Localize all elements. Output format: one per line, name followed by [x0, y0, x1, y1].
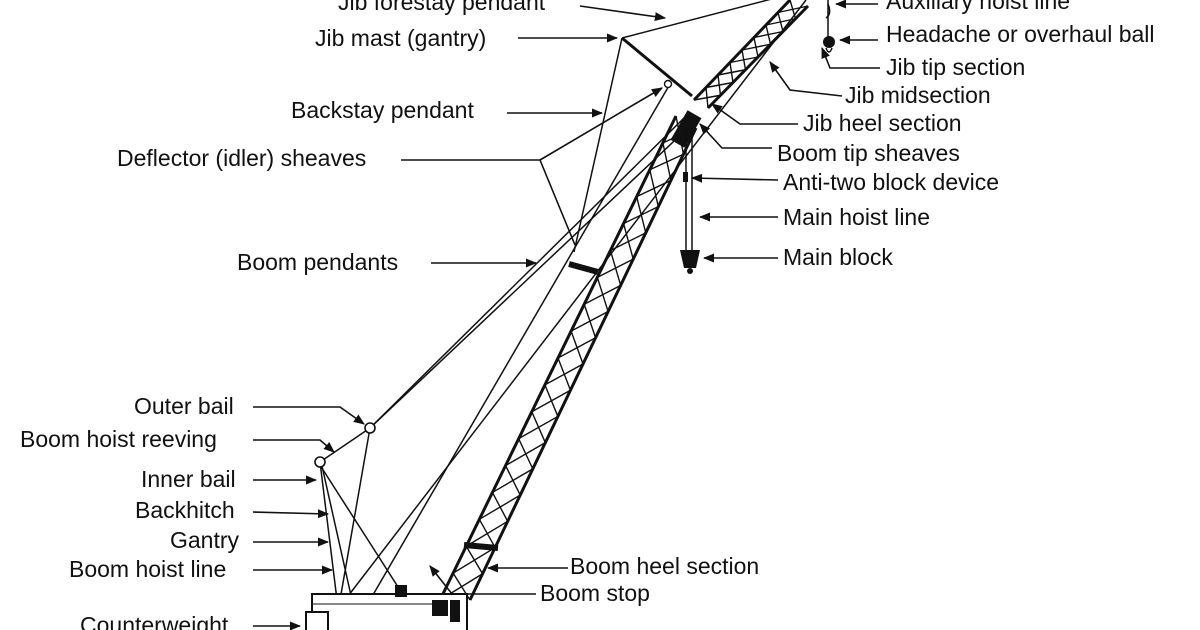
- boom-lacing: [583, 303, 597, 339]
- boom-lacing: [570, 330, 584, 365]
- backstay-line-2: [369, 83, 671, 601]
- label-jib-midsection: Jib midsection: [845, 82, 991, 108]
- label-backhitch: Backhitch: [135, 497, 235, 523]
- boom-lacing: [531, 411, 546, 443]
- label-jib-mast-gantry: Jib mast (gantry): [315, 25, 486, 51]
- label-auxiliary-hoist-line: Auxiliary hoist line: [886, 0, 1070, 14]
- leader-jib-tip: [821, 46, 880, 69]
- backstay-line: [344, 0, 807, 601]
- boom-lacing: [518, 438, 534, 470]
- boom-lacing: [465, 545, 484, 575]
- label-boom-stop: Boom stop: [540, 580, 650, 606]
- leader-lines: [252, 0, 880, 630]
- label-jib-forestay-pendant: Jib forestay pendant: [338, 0, 546, 15]
- boom-lacing: [622, 223, 634, 260]
- gantry-leg-front: [317, 461, 401, 591]
- boom-section-band: [463, 542, 499, 551]
- gantry-leg-rear: [321, 465, 353, 601]
- outer-bail-lead: [339, 427, 371, 601]
- anti-two-block-shape: [683, 172, 688, 182]
- leader-reeving: [253, 439, 335, 453]
- jib-lacing: [717, 74, 722, 96]
- boom-lacing: [491, 492, 509, 522]
- inner-bail-sheave: [314, 456, 326, 468]
- label-gantry: Gantry: [170, 527, 240, 553]
- label-jib-tip-section: Jib tip section: [886, 54, 1025, 80]
- jib-lattice: [692, 0, 810, 110]
- label-counterweight: Counterweight: [80, 612, 229, 630]
- boom-pendant-line-2: [369, 125, 691, 429]
- bail-link: [319, 427, 371, 463]
- boom-lacing: [478, 518, 496, 548]
- leader-backhitch: [252, 509, 330, 519]
- boom-lacing: [557, 357, 572, 391]
- label-boom-heel-section: Boom heel section: [570, 553, 759, 579]
- leader-boom-stop: [429, 565, 536, 595]
- label-main-hoist-line: Main hoist line: [783, 204, 930, 230]
- label-boom-pendants: Boom pendants: [237, 249, 398, 275]
- labels: Jib forestay pendant Auxiliary hoist lin…: [20, 0, 1155, 630]
- jib-forestay-line: [621, 0, 771, 39]
- leader-jib-mid: [769, 61, 843, 97]
- deflector-sheave-shape: [663, 79, 673, 89]
- boom-lacing: [596, 277, 609, 312]
- label-boom-hoist-reeving: Boom hoist reeving: [20, 426, 217, 452]
- label-outer-bail: Outer bail: [134, 393, 234, 419]
- jib-lacing: [741, 49, 747, 70]
- label-boom-hoist-line: Boom hoist line: [69, 556, 226, 582]
- boom-lacing: [544, 384, 559, 417]
- jib-lacing: [729, 62, 734, 83]
- label-backstay-pendant: Backstay pendant: [291, 97, 474, 123]
- leader-jib-forestay: [579, 5, 667, 22]
- headache-ball-shape: [823, 36, 835, 53]
- boom-lacing: [649, 169, 660, 207]
- label-deflector-sheaves: Deflector (idler) sheaves: [117, 145, 366, 171]
- main-block-shape: [680, 250, 700, 274]
- boom-lattice: [438, 115, 698, 601]
- leader-anti-two-block: [690, 173, 779, 183]
- leader-jib-heel: [711, 103, 798, 125]
- boom-lacing: [504, 465, 521, 496]
- label-boom-tip-sheaves: Boom tip sheaves: [777, 140, 960, 166]
- boom-hoist-line-rope: [319, 461, 338, 601]
- label-jib-heel-section: Jib heel section: [803, 110, 962, 136]
- label-headache-ball: Headache or overhaul ball: [886, 21, 1155, 47]
- leader-outer-bail: [253, 406, 365, 425]
- jib-mast-strut: [621, 36, 693, 98]
- leader-deflector-a: [401, 159, 576, 246]
- boom-pendant-line-1: [369, 117, 685, 429]
- boom-lacing: [609, 250, 622, 286]
- boom-section-band: [568, 261, 599, 275]
- label-main-block: Main block: [783, 244, 893, 270]
- aux-hook-shape: [825, 3, 831, 19]
- crane-illustration: [305, 0, 835, 630]
- jib-lacing: [765, 24, 772, 45]
- outer-bail-sheave: [364, 422, 376, 434]
- label-inner-bail: Inner bail: [141, 466, 236, 492]
- jib-lacing: [753, 37, 759, 58]
- jib-lacing: [705, 87, 709, 109]
- label-anti-two-block: Anti-two block device: [783, 169, 999, 195]
- leader-boom-tip: [699, 123, 772, 149]
- leader-deflector-b: [539, 87, 663, 161]
- crane-house: [305, 585, 468, 630]
- rope-lines: [317, 0, 829, 601]
- jib-mast-backstay: [573, 37, 623, 253]
- boom-lacing: [662, 142, 672, 181]
- jib-lacing: [777, 12, 784, 32]
